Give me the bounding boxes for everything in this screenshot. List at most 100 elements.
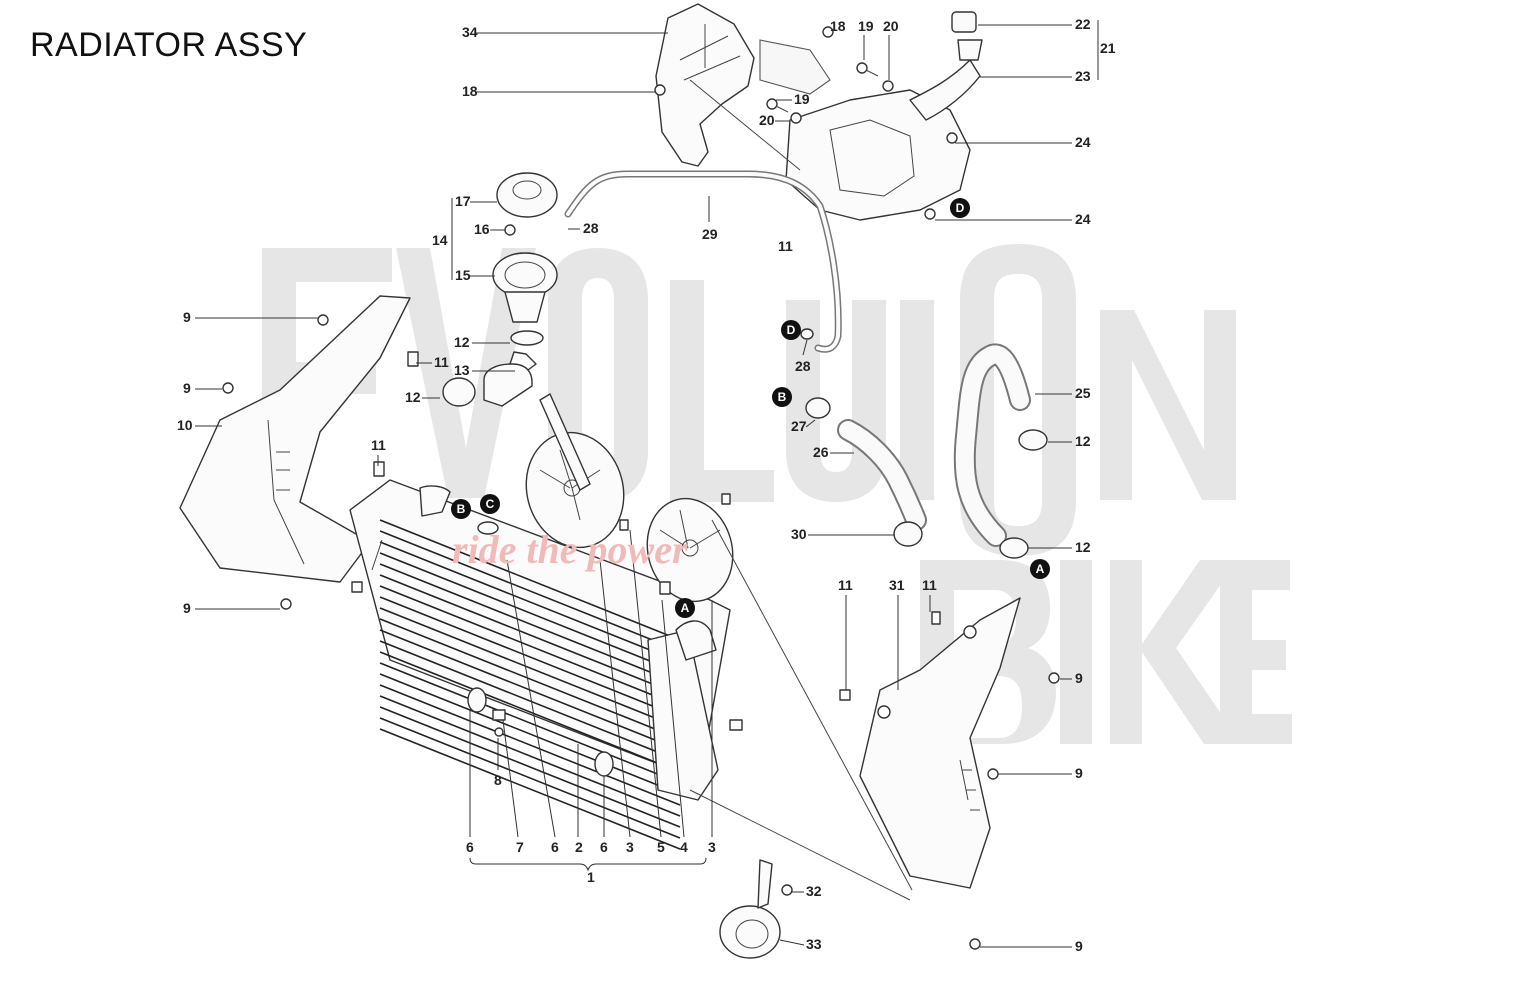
callout-label-21: 21: [1100, 40, 1116, 56]
part-radiator-core: [349, 479, 743, 850]
radiator-fin: [379, 585, 681, 707]
callout-label-20: 20: [883, 18, 899, 34]
callout-label-31: 31: [889, 577, 905, 593]
callout-label-8: 8: [494, 772, 502, 788]
radiator-fin: [379, 519, 681, 641]
svg-text:D: D: [787, 323, 796, 337]
leader-line-c7: [502, 719, 519, 838]
callout-label-13: 13: [454, 362, 470, 378]
reference-badge-b: B: [451, 499, 471, 519]
svg-text:C: C: [486, 497, 495, 511]
reference-badge-d: D: [781, 320, 801, 340]
callout-label-19: 19: [794, 91, 810, 107]
callout-label-4: 4: [680, 839, 688, 855]
callout-label-34: 34: [462, 24, 478, 40]
diagram-title: RADIATOR ASSY: [30, 26, 308, 64]
callout-label-7: 7: [516, 839, 524, 855]
leader-line-c33: [779, 939, 805, 946]
part-horn: [719, 859, 793, 959]
callout-label-11: 11: [922, 577, 937, 593]
callout-label-6: 6: [551, 839, 559, 855]
callout-label-28: 28: [583, 220, 599, 236]
callout-label-9: 9: [1075, 938, 1083, 954]
callout-label-9: 9: [1075, 670, 1083, 686]
callout-label-33: 33: [806, 936, 822, 952]
callout-label-26: 26: [813, 444, 829, 460]
callout-label-12: 12: [1075, 539, 1091, 555]
leader-line-c3a: [599, 559, 631, 838]
callout-label-11: 11: [434, 354, 449, 370]
radiator-fin: [379, 684, 681, 806]
callout-label-24: 24: [1075, 211, 1091, 227]
reference-badge-d: D: [950, 198, 970, 218]
reference-badge-a: A: [1030, 559, 1050, 579]
part-filler-cap: [442, 172, 558, 407]
callout-label-11: 11: [371, 437, 386, 453]
callout-label-9: 9: [183, 380, 191, 396]
callout-label-20: 20: [759, 112, 775, 128]
callout-label-9: 9: [183, 309, 191, 325]
callout-label-32: 32: [806, 883, 822, 899]
leader-line-c4: [661, 599, 685, 838]
callout-label-12: 12: [454, 334, 470, 350]
radiator-fin: [379, 728, 681, 850]
callout-label-11: 11: [778, 238, 793, 254]
radiator-fin: [379, 673, 681, 795]
radiator-fin: [379, 695, 681, 817]
connector-lines: [371, 79, 913, 901]
callout-label-11: 11: [838, 577, 853, 593]
leader-line-c28b: [802, 339, 808, 356]
leader-line-c5: [629, 529, 662, 838]
callout-label-18: 18: [830, 18, 846, 34]
callout-label-2: 2: [575, 839, 583, 855]
callout-label-30: 30: [791, 526, 807, 542]
callout-label-6: 6: [466, 839, 474, 855]
callout-label-3: 3: [626, 839, 634, 855]
radiator-fin: [379, 717, 681, 839]
svg-text:A: A: [1036, 562, 1045, 576]
leader-line-c6b: [506, 559, 556, 838]
radiator-fin: [379, 662, 681, 784]
callout-label-14: 14: [432, 232, 448, 248]
callout-label-28: 28: [795, 358, 811, 374]
callout-label-9: 9: [1075, 765, 1083, 781]
callout-label-15: 15: [455, 267, 471, 283]
radiator-fin: [379, 596, 681, 718]
radiator-fin: [379, 552, 681, 674]
callout-label-22: 22: [1075, 16, 1091, 32]
reference-badge-a: A: [675, 598, 695, 618]
part-right-side-cover: [839, 597, 1060, 950]
part-breather-hose: [564, 170, 842, 353]
callout-label-12: 12: [1075, 433, 1091, 449]
radiator-fin: [379, 651, 681, 773]
part-fasteners-top: [654, 26, 958, 220]
reference-badge-b: B: [772, 387, 792, 407]
leader-line-c27: [805, 419, 816, 428]
part-hoses-right: [675, 328, 1048, 661]
callout-label-12: 12: [405, 389, 421, 405]
callout-label-1: 1: [587, 869, 595, 885]
radiator-fin: [379, 640, 681, 762]
callout-leaders: [195, 20, 1099, 948]
reference-badges: A A B B C D D: [451, 198, 1050, 618]
callout-label-25: 25: [1075, 385, 1091, 401]
callout-label-16: 16: [474, 221, 490, 237]
callout-label-24: 24: [1075, 134, 1091, 150]
svg-text:D: D: [956, 201, 965, 215]
svg-text:B: B: [457, 502, 466, 516]
radiator-fin: [379, 574, 681, 696]
radiator-fin: [379, 563, 681, 685]
radiator-fin: [379, 618, 681, 740]
callout-label-27: 27: [791, 418, 807, 434]
part-fan-right: [619, 493, 734, 603]
callout-label-18: 18: [462, 83, 478, 99]
part-upper-cover: [655, 3, 831, 167]
callout-label-10: 10: [177, 417, 193, 433]
radiator-fin: [379, 541, 681, 663]
part-fan-left: [525, 393, 625, 549]
callout-label-5: 5: [657, 839, 665, 855]
callout-label-9: 9: [183, 600, 191, 616]
radiator-fin: [379, 530, 681, 652]
part-left-side-cover: [179, 295, 419, 610]
